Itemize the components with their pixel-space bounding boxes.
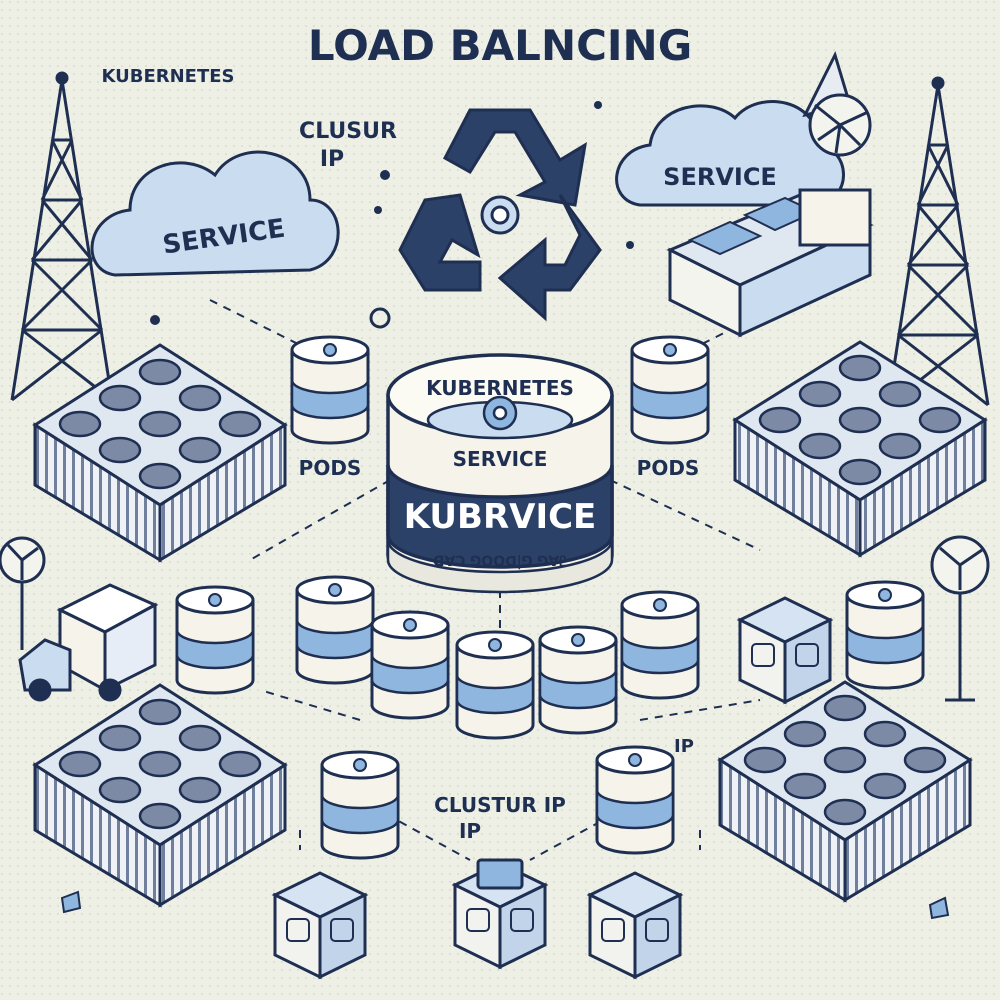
center-label-line2: SERVICE xyxy=(453,447,548,471)
rack-socket-grid-top-left xyxy=(58,358,262,490)
cloud-icon-left: SERVICE xyxy=(90,150,340,277)
pod-cylinder-lower-right xyxy=(595,745,675,855)
kubernetes-logo-icon xyxy=(426,395,574,440)
pod-cylinder-side-right xyxy=(845,580,925,690)
pod-cylinder-upper-right xyxy=(630,335,710,445)
ip-label-right: IP xyxy=(674,736,694,757)
rack-socket-grid-top-right xyxy=(758,354,962,486)
rack-socket-grid-bottom-right xyxy=(743,694,947,826)
pod-cylinder-mid-3 xyxy=(455,630,535,740)
pod-cylinder-mid-2 xyxy=(370,610,450,720)
rack-socket-grid-bottom-left xyxy=(58,698,262,830)
node-cube-bottom-left xyxy=(273,871,367,979)
tower-icon-left xyxy=(10,71,114,402)
pod-cylinder-mid-4 xyxy=(538,625,618,735)
pod-cylinder-mid-5 xyxy=(620,590,700,700)
pod-cylinder-lower-left xyxy=(320,750,400,860)
pod-cylinder-upper-left xyxy=(290,335,370,445)
cluster-ip-label-bottom-line2: IP xyxy=(459,819,481,843)
truck-icon xyxy=(18,583,159,702)
title: LOAD BALNCING xyxy=(308,21,692,70)
pods-label-right: PODS xyxy=(637,456,700,480)
cluster-ip-label-bottom-line1: CLUSTUR IP xyxy=(434,793,566,817)
fan-icon-left xyxy=(0,536,46,650)
cluster-ip-label-top-line2: IP xyxy=(320,147,344,172)
pod-cube-side-right xyxy=(738,596,832,704)
pods-label-left: PODS xyxy=(299,456,362,480)
fan-icon-top-right xyxy=(802,50,872,157)
kubernetes-label-top-left: KUBERNETES xyxy=(101,66,234,87)
monitor-screen-icon xyxy=(476,858,524,890)
server-rack-icon-top-right xyxy=(666,188,874,338)
cluster-ip-label-top-line1: CLUSUR xyxy=(299,119,397,144)
center-label-line1: KUBERNETES xyxy=(426,376,574,400)
center-band-label: KUBRVICE xyxy=(404,497,597,537)
service-label-right: SERVICE xyxy=(663,163,777,191)
center-small-band-label: ᗡ∀Ɔ ⅁OOꓷ|⅁ ⅁∀Ꮭ xyxy=(433,554,567,570)
cloud-icon-right: SERVICE xyxy=(615,100,845,207)
tower-icon-right xyxy=(886,76,990,407)
fan-icon-right xyxy=(930,535,990,702)
recycle-icon xyxy=(398,108,602,322)
node-cube-bottom-right xyxy=(588,871,682,979)
pod-cylinder-side-left xyxy=(175,585,255,695)
decorative-marks-bottom xyxy=(60,890,950,920)
pod-cylinder-mid-1 xyxy=(295,575,375,685)
